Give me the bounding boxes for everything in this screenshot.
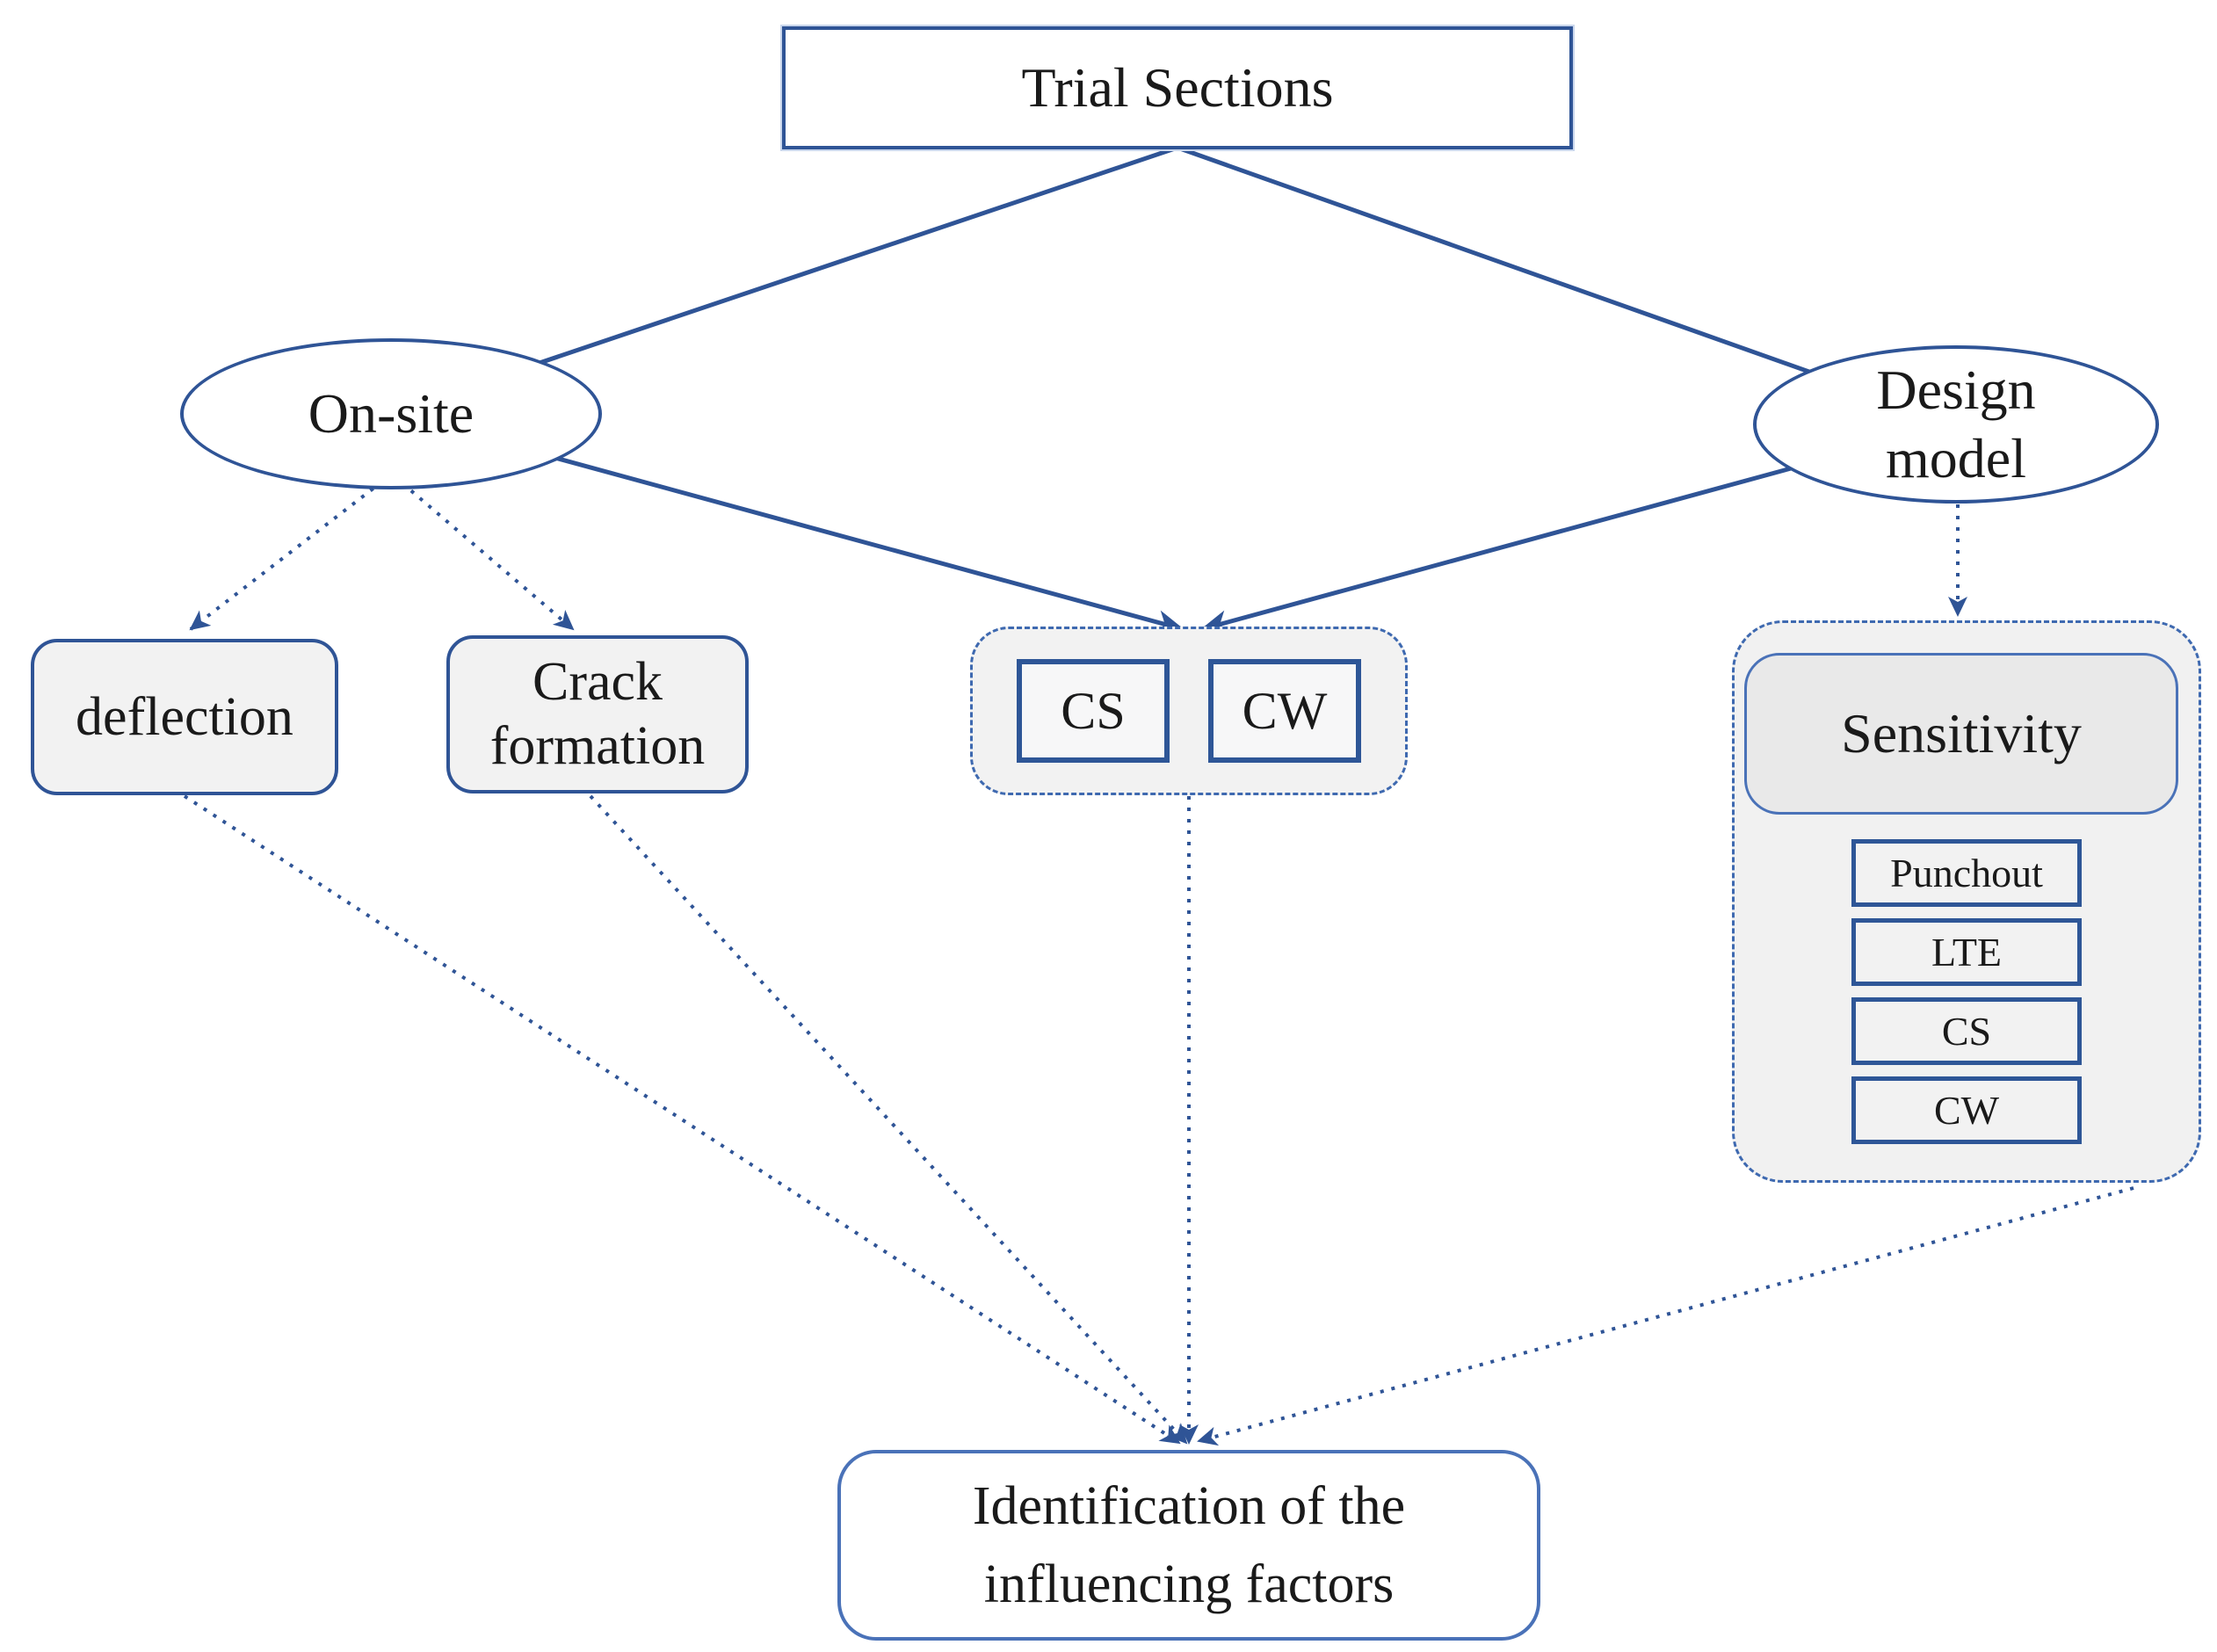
edge-sensitivity-to-identification [1197, 1186, 2134, 1446]
node-identification-label: Identification of the influencing factor… [972, 1476, 1406, 1614]
node-lte: LTE [1851, 918, 2082, 986]
node-on-site-label: On-site [308, 381, 475, 445]
node-punchout: Punchout [1851, 839, 2082, 907]
node-sensitivity-label: Sensitivity [1841, 701, 2082, 764]
node-deflection: deflection [31, 639, 338, 795]
node-sens-cs: CS [1851, 997, 2082, 1065]
group-sensitivity: Sensitivity Punchout LTE CS CW [1732, 620, 2201, 1183]
node-sens-cw: CW [1851, 1076, 2082, 1144]
node-crack-formation-label: Crack formation [489, 651, 706, 776]
sensitivity-list: Punchout LTE CS CW [1735, 839, 2199, 1144]
node-cs: CS [1017, 659, 1170, 763]
node-identification: Identification of the influencing factor… [837, 1450, 1540, 1641]
edge-onsite-to-deflection [189, 480, 384, 631]
node-sensitivity: Sensitivity [1744, 653, 2178, 815]
node-sens-cw-label: CW [1933, 1087, 2000, 1133]
node-crack-formation: Crack formation [446, 635, 749, 793]
node-design-model-label: Design model [1876, 358, 2036, 489]
node-punchout-label: Punchout [1890, 850, 2043, 895]
node-on-site: On-site [180, 338, 602, 489]
node-cw: CW [1208, 659, 1361, 763]
edge-crackformation-to-identification [589, 794, 1188, 1445]
group-cs-cw: CS CW [970, 627, 1408, 795]
node-lte-label: LTE [1931, 929, 2003, 975]
edge-onsite-to-crackformation [401, 482, 575, 631]
node-design-model: Design model [1753, 345, 2159, 504]
node-cs-label: CS [1061, 682, 1126, 740]
node-trial-sections: Trial Sections [782, 26, 1573, 149]
node-deflection-label: deflection [76, 686, 293, 747]
node-trial-sections-label: Trial Sections [1021, 55, 1334, 119]
edge-deflection-to-identification [183, 794, 1181, 1445]
node-cw-label: CW [1242, 682, 1328, 740]
node-sens-cs-label: CS [1941, 1008, 1992, 1054]
